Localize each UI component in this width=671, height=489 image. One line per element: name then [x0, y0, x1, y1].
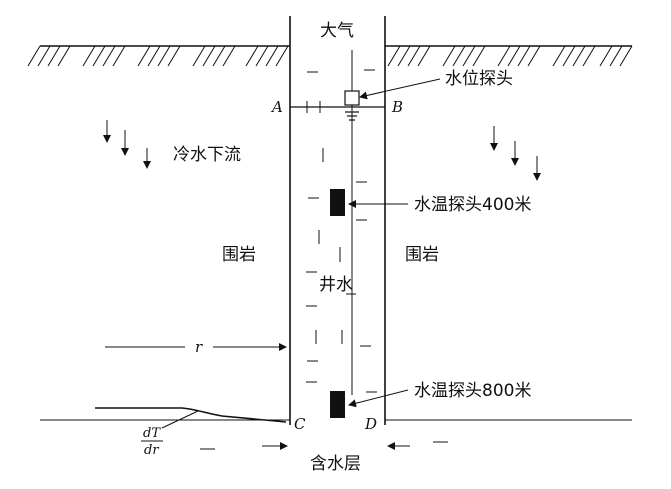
downflow-arrows-left — [103, 120, 151, 169]
label-well-water: 井水 — [319, 275, 353, 295]
water-temp-probe-800m — [330, 391, 345, 418]
label-gradient-denominator: dr — [144, 443, 159, 458]
label-radius: r — [195, 338, 203, 356]
label-point-c: C — [294, 415, 306, 433]
label-surrounding-rock-right: 围岩 — [405, 245, 439, 265]
label-point-d: D — [364, 415, 377, 433]
label-water-temp-probe-800: 水温探头800米 — [414, 381, 531, 401]
water-level-probe-box — [344, 90, 360, 106]
downflow-arrows-right — [490, 126, 541, 181]
label-gradient-numerator: dT — [143, 426, 161, 441]
water-level-symbol — [345, 111, 359, 121]
label-surrounding-rock-left: 围岩 — [222, 245, 256, 265]
label-water-temp-probe-400: 水温探头400米 — [414, 195, 531, 215]
temperature-gradient-curve — [95, 407, 287, 423]
water-temp-probe-400m — [330, 189, 345, 216]
label-water-level-probe: 水位探头 — [445, 69, 513, 89]
gradient-leader — [161, 410, 199, 429]
label-point-b: B — [391, 98, 403, 116]
water-temp-800-leader — [348, 389, 409, 408]
label-aquifer: 含水层 — [310, 454, 361, 474]
ground-hatching — [27, 45, 633, 67]
label-point-a: A — [270, 98, 283, 116]
well-water-dashes — [306, 69, 377, 393]
label-cold-water-down: 冷水下流 — [173, 145, 241, 165]
label-atmosphere: 大气 — [320, 21, 354, 41]
water-level-probe-leader — [359, 78, 441, 100]
